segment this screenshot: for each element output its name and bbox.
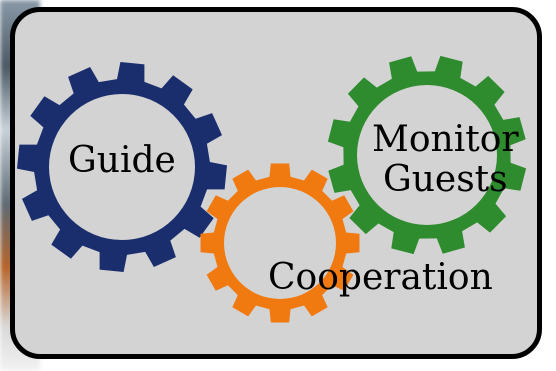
gear-guide [17,62,227,272]
gear-label-guide: Guide [68,140,176,181]
gear-label-cooperation: Cooperation [268,257,493,298]
gear-monitor-guests [327,55,527,255]
gear-label-monitor-line-1: Monitor [372,119,519,160]
gear-label-monitor-line-2: Guests [382,159,508,201]
gear-cooperation [200,163,360,323]
gear-label-monitor-guests: Monitor Guests [372,119,519,201]
